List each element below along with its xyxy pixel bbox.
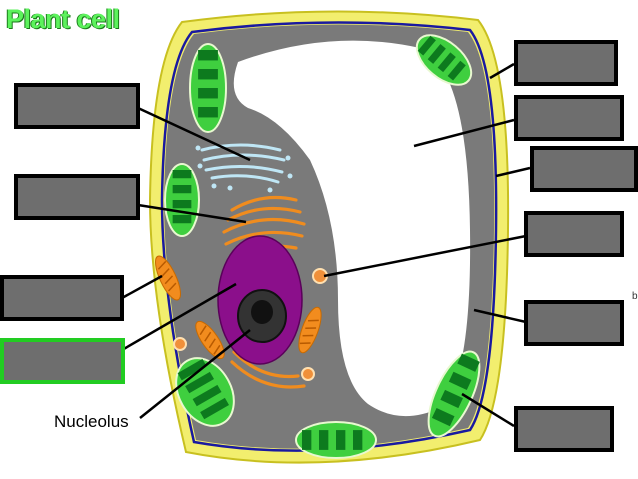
label-box-vacuole[interactable] bbox=[514, 95, 624, 141]
thylakoid-stack bbox=[192, 384, 222, 407]
leader-line-nucleolus bbox=[139, 329, 251, 419]
thylakoid-stack bbox=[319, 430, 329, 450]
thylakoid-stack bbox=[448, 371, 472, 391]
label-box-nucleus[interactable] bbox=[0, 338, 125, 384]
thylakoid-stack bbox=[200, 397, 230, 420]
thylakoid-stack bbox=[336, 430, 346, 450]
ribosome bbox=[301, 367, 315, 381]
leader-line-mitochondrion bbox=[121, 274, 163, 300]
leader-line-golgi bbox=[137, 203, 247, 224]
chloroplast bbox=[189, 43, 227, 133]
leader-line-cell-wall bbox=[489, 62, 515, 80]
leader-line-smooth-er bbox=[137, 106, 251, 162]
leader-line-cytoplasm bbox=[473, 308, 527, 324]
thylakoid-stack bbox=[417, 35, 436, 56]
thylakoid-stack bbox=[440, 389, 463, 409]
chloroplast bbox=[295, 421, 377, 459]
er-vesicle bbox=[285, 155, 291, 161]
label-box-cell-wall[interactable] bbox=[514, 40, 618, 86]
chloroplasts bbox=[164, 34, 481, 459]
thylakoid-stack bbox=[198, 50, 218, 61]
thylakoid-stack bbox=[185, 371, 215, 394]
thylakoid-stack bbox=[172, 170, 192, 179]
diagram-title: Plant cell bbox=[6, 4, 120, 34]
leader-lines bbox=[121, 62, 531, 428]
leader-line-membrane bbox=[495, 166, 531, 178]
thylakoid-stack bbox=[198, 107, 218, 118]
edge-mark: b bbox=[632, 291, 638, 302]
chloroplast bbox=[427, 350, 481, 438]
thylakoid-stack bbox=[172, 215, 192, 224]
ribosome bbox=[173, 337, 187, 351]
label-box-cytoplasm[interactable] bbox=[524, 300, 624, 346]
label-box-mitochondrion[interactable] bbox=[0, 275, 124, 321]
mitochondria bbox=[155, 255, 322, 360]
label-box-cell-membrane[interactable] bbox=[530, 146, 638, 192]
smooth-er bbox=[200, 143, 286, 184]
leader-line-vacuole bbox=[413, 118, 515, 148]
label-box-chloroplast[interactable] bbox=[514, 406, 614, 452]
er-vesicle bbox=[211, 183, 217, 189]
label-box-ribosome[interactable] bbox=[524, 211, 624, 257]
er-vesicle bbox=[195, 145, 201, 151]
nucleolus-core bbox=[251, 300, 273, 324]
nucleolus-label: Nucleolus bbox=[54, 412, 129, 431]
thylakoid-stack bbox=[431, 407, 455, 427]
thylakoid-stack bbox=[437, 52, 456, 73]
er-dots bbox=[195, 145, 293, 193]
leader-line-chloroplast bbox=[461, 392, 515, 428]
thylakoid-stack bbox=[302, 430, 312, 450]
chloroplast bbox=[415, 34, 473, 86]
thylakoid-stack bbox=[198, 88, 218, 99]
thylakoid-stack bbox=[353, 430, 363, 450]
thylakoid-stack bbox=[457, 353, 480, 372]
chloroplast bbox=[175, 357, 235, 427]
thylakoid-stack bbox=[172, 200, 192, 209]
central-vacuole bbox=[233, 40, 471, 417]
er-vesicle bbox=[267, 187, 273, 193]
er-vesicle bbox=[227, 185, 233, 191]
thylakoid-stack bbox=[177, 358, 207, 381]
thylakoid-stack bbox=[172, 185, 192, 194]
leader-line-nucleus bbox=[121, 282, 237, 352]
thylakoid-stack bbox=[447, 60, 466, 81]
label-box-smooth-er[interactable] bbox=[14, 83, 140, 129]
leader-line-ribosome bbox=[323, 234, 527, 278]
er-vesicle bbox=[197, 163, 203, 169]
chloroplast bbox=[164, 163, 200, 237]
thylakoid-stack bbox=[198, 69, 218, 80]
label-box-golgi[interactable] bbox=[14, 174, 140, 220]
er-vesicle bbox=[287, 173, 293, 179]
thylakoid-stack bbox=[427, 44, 446, 64]
